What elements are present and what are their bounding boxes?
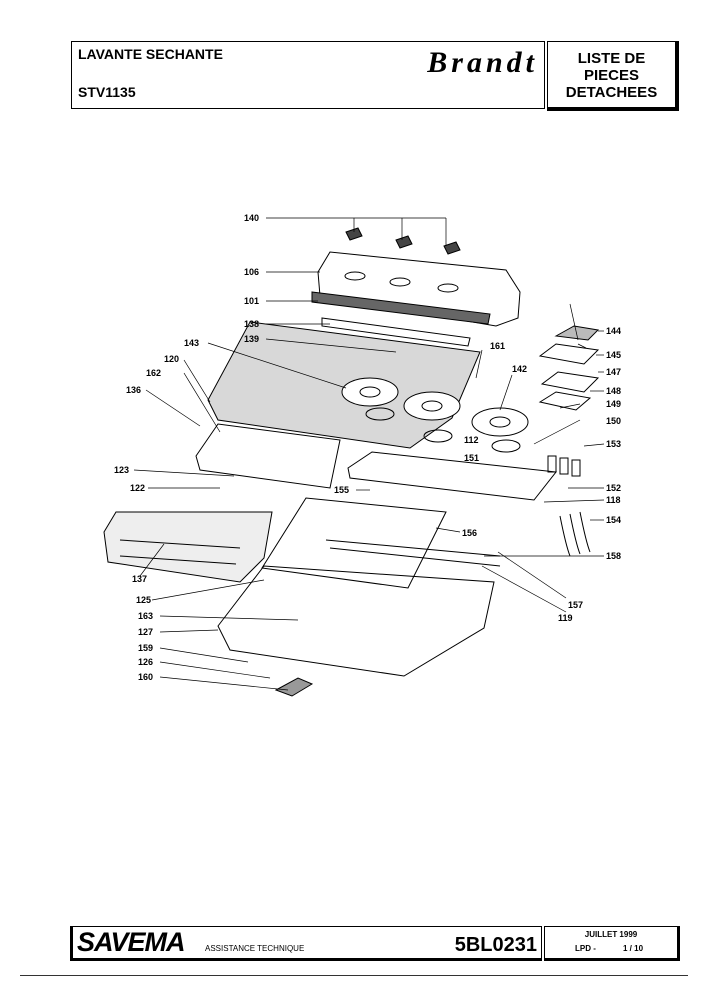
- footer-meta-box: JUILLET 1999 LPD - 1 / 10: [544, 926, 680, 961]
- part-label: 112: [464, 435, 479, 445]
- brand-logo: Brandt: [427, 46, 538, 79]
- part-label: 142: [512, 364, 527, 374]
- part-label: 160: [138, 672, 153, 682]
- part-label: 122: [130, 483, 145, 493]
- appliance-type: LAVANTE SECHANTE: [78, 46, 223, 62]
- part-label: 161: [490, 341, 505, 351]
- selector-discs-drawing: [341, 377, 529, 453]
- part-label: 157: [568, 600, 583, 610]
- bottom-divider: [20, 975, 688, 976]
- tub-frame-drawing: [261, 497, 447, 589]
- part-label: 123: [114, 465, 129, 475]
- part-label: 148: [606, 386, 621, 396]
- document-header: LAVANTE SECHANTE STV1135 Brandt LISTE DE…: [71, 41, 679, 111]
- bracket-drawing: [321, 317, 471, 347]
- publication-date: JUILLET 1999: [584, 930, 638, 939]
- part-label: 152: [606, 483, 621, 493]
- part-label: 136: [126, 385, 141, 395]
- header-title-box: LAVANTE SECHANTE STV1135 Brandt: [71, 41, 545, 109]
- part-label: 158: [606, 551, 621, 561]
- part-label: 147: [606, 367, 621, 377]
- part-label: 126: [138, 657, 153, 667]
- part-label: 153: [606, 439, 621, 449]
- part-label: 101: [244, 296, 259, 306]
- document-code: 5BL0231: [454, 934, 537, 956]
- part-label: 144: [606, 326, 621, 336]
- part-label: 140: [244, 213, 259, 223]
- part-label: 143: [184, 338, 199, 348]
- exploded-parts-diagram: 140 106 101 138 139 143 120 162 136 161 …: [103, 213, 621, 697]
- model-number: STV1135: [78, 84, 136, 100]
- base-frame-drawing: [217, 565, 495, 677]
- part-label: 156: [462, 528, 477, 538]
- doc-type-line-1: LISTE DE: [577, 50, 646, 67]
- company-subtitle: ASSISTANCE TECHNIQUE: [205, 944, 305, 953]
- page-number: 1 / 10: [623, 944, 644, 953]
- front-panel-drawing: [103, 511, 273, 583]
- part-label: 139: [244, 334, 259, 344]
- part-label: 150: [606, 416, 621, 426]
- part-label: 106: [244, 267, 259, 277]
- part-label: 120: [164, 354, 179, 364]
- part-label: 138: [244, 319, 259, 329]
- part-label: 151: [464, 453, 479, 463]
- wire-harness-drawing: [559, 511, 591, 557]
- circuit-board-drawing: [347, 451, 557, 501]
- part-label: 159: [138, 643, 153, 653]
- part-label: 149: [606, 399, 621, 409]
- footer-company-box: SAVEMA ASSISTANCE TECHNIQUE 5BL0231: [70, 926, 542, 961]
- part-label: 145: [606, 350, 621, 360]
- part-label: 119: [558, 613, 573, 623]
- lpd-label: LPD -: [575, 944, 596, 953]
- doc-type-line-3: DETACHEES: [565, 84, 658, 101]
- part-label: 127: [138, 627, 153, 637]
- top-lid-drawing: [207, 321, 481, 449]
- doc-type-box: LISTE DE PIECES DETACHEES: [547, 41, 679, 111]
- part-label: 154: [606, 515, 621, 525]
- company-logo: SAVEMA: [77, 927, 186, 957]
- part-label: 163: [138, 611, 153, 621]
- part-label: 137: [132, 574, 147, 584]
- document-footer: SAVEMA ASSISTANCE TECHNIQUE 5BL0231 JUIL…: [70, 926, 680, 961]
- part-label: 155: [334, 485, 349, 495]
- doc-type-line-2: PIECES: [583, 67, 640, 84]
- part-label: 125: [136, 595, 151, 605]
- part-label: 118: [606, 495, 621, 505]
- connector-drawing: [547, 455, 581, 477]
- part-label: 162: [146, 368, 161, 378]
- knob-drawing: [345, 227, 461, 255]
